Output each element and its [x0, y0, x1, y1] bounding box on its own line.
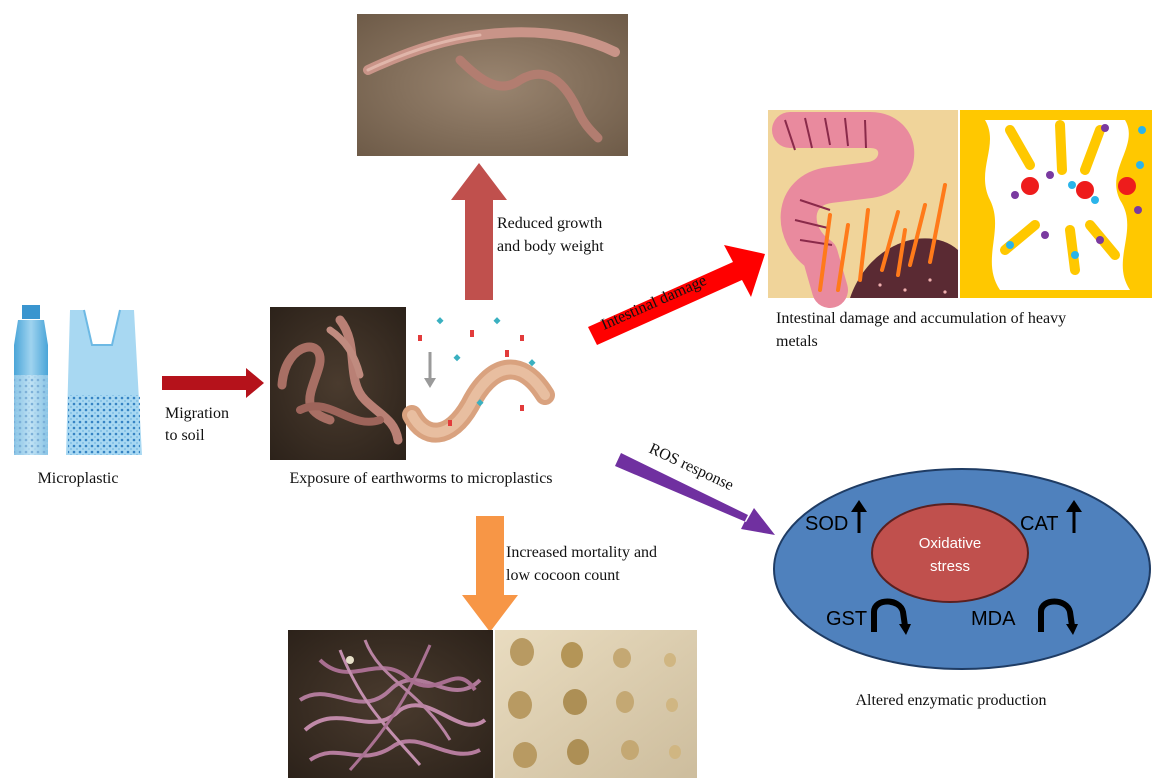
cat-label: CAT	[1020, 513, 1059, 535]
migration-label-line2: to soil	[165, 427, 205, 444]
ros-response-arrow-label: ROS response	[646, 440, 736, 494]
mortality-label-line2: low cocoon count	[506, 567, 620, 584]
reduced-growth-label-line2: and body weight	[497, 238, 604, 255]
mda-label: MDA	[971, 608, 1016, 630]
gst-label: GST	[826, 608, 867, 630]
mortality-label-line1: Increased mortality and	[506, 544, 657, 561]
worm-with-microplastics-image	[406, 307, 550, 460]
earthworms-growth-image	[357, 14, 628, 156]
intestinal-damage-arrow-label: Intestinal damage	[599, 272, 709, 334]
intestinal-caption-line2: metals	[776, 333, 818, 350]
migration-label-line1: Migration	[165, 405, 229, 422]
oxidative-stress-line2: stress	[930, 558, 970, 575]
sod-label: SOD	[805, 513, 848, 535]
enzymatic-caption: Altered enzymatic production	[855, 692, 1046, 709]
earthworms-soil-image	[270, 307, 406, 460]
plastic-bag-image	[66, 310, 142, 455]
heavy-metal-accumulation-illustration	[960, 110, 1152, 298]
migration-arrow	[162, 368, 264, 398]
intestine-worm-illustration	[768, 110, 958, 298]
cocoons-image	[495, 630, 697, 778]
intestinal-caption-line1: Intestinal damage and accumulation of he…	[776, 310, 1066, 327]
microplastic-label: Microplastic	[38, 470, 119, 487]
plastic-bottle-image	[14, 305, 48, 455]
oxidative-stress-line1: Oxidative	[919, 535, 982, 552]
dead-earthworms-image	[288, 630, 493, 778]
reduced-growth-label-line1: Reduced growth	[497, 215, 602, 232]
exposure-label: Exposure of earthworms to microplastics	[289, 470, 552, 487]
